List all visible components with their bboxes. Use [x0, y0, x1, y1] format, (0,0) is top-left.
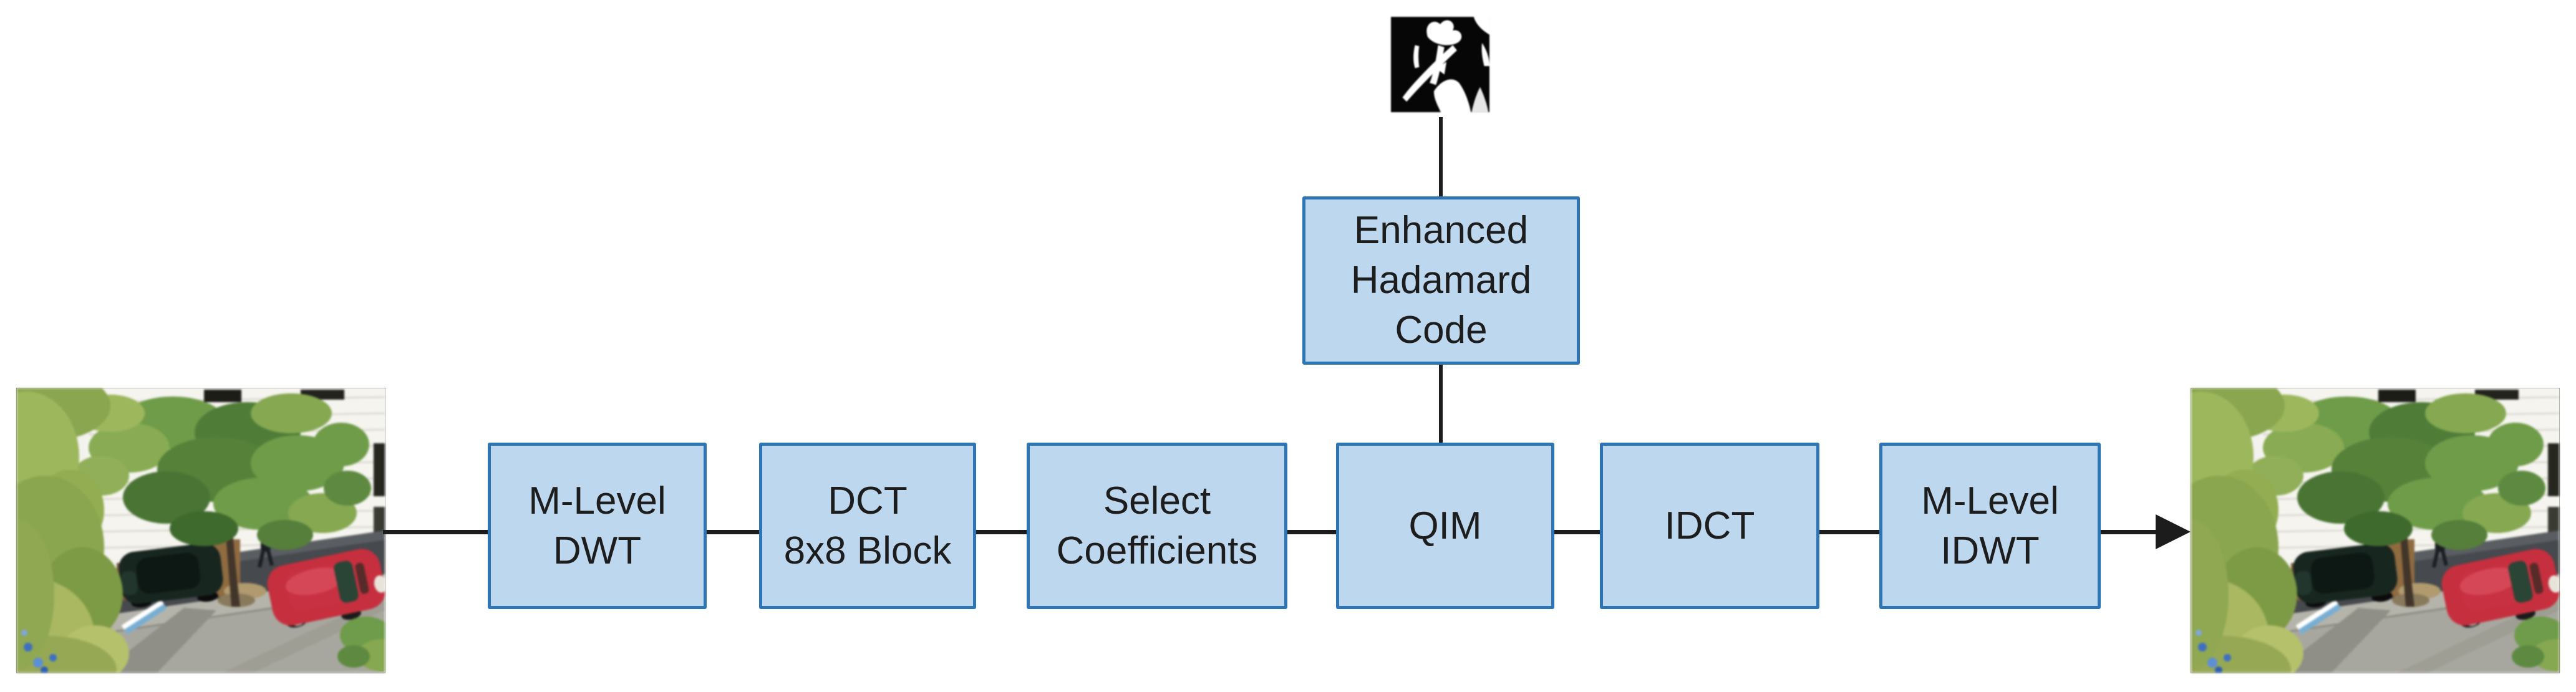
block-qim: QIM	[1336, 443, 1554, 609]
block-label-line: Coefficients	[1056, 529, 1258, 572]
block-label-line: M-Level	[528, 479, 666, 522]
block-select-coefficients: Select Coefficients	[1027, 443, 1287, 609]
connector-qim-to-idct	[1553, 530, 1602, 534]
connector-select-to-qim	[1286, 530, 1337, 534]
block-idct: IDCT	[1600, 443, 1819, 609]
output-watermarked-image	[2191, 388, 2560, 673]
block-label-line: Select	[1103, 479, 1211, 522]
connector-idwt-to-output	[2099, 530, 2157, 534]
street-scene-image	[17, 388, 385, 673]
block-label-line: IDCT	[1664, 504, 1755, 547]
connector-dct-to-select	[975, 530, 1028, 534]
block-label-line: Hadamard	[1350, 259, 1532, 302]
binary-watermark-icon	[1388, 14, 1493, 118]
block-label-line: M-Level	[1921, 479, 2059, 522]
block-dct-8x8: DCT 8x8 Block	[759, 443, 976, 609]
arrowhead-to-output-image	[2156, 514, 2191, 549]
street-scene-image	[2191, 388, 2559, 673]
connector-dwt-to-dct	[705, 530, 760, 534]
input-host-image	[16, 388, 385, 673]
connector-input-to-dwt	[383, 530, 488, 534]
block-enhanced-hadamard-code: Enhanced Hadamard Code	[1302, 196, 1580, 365]
block-label-line: DWT	[553, 529, 642, 572]
block-m-level-dwt: M-Level DWT	[488, 443, 707, 609]
block-label-line: QIM	[1408, 504, 1482, 547]
watermark-logo-image	[1388, 14, 1493, 118]
connector-idct-to-idwt	[1818, 530, 1881, 534]
block-label-line: Code	[1395, 309, 1488, 352]
block-label-line: DCT	[828, 479, 908, 522]
block-label-line: 8x8 Block	[783, 529, 952, 572]
block-m-level-idwt: M-Level IDWT	[1879, 443, 2101, 609]
block-label-line: IDWT	[1940, 529, 2040, 572]
connector-watermark-to-hadamard	[1439, 117, 1443, 198]
block-label-line: Enhanced	[1353, 209, 1529, 252]
connector-hadamard-to-qim	[1439, 363, 1443, 444]
